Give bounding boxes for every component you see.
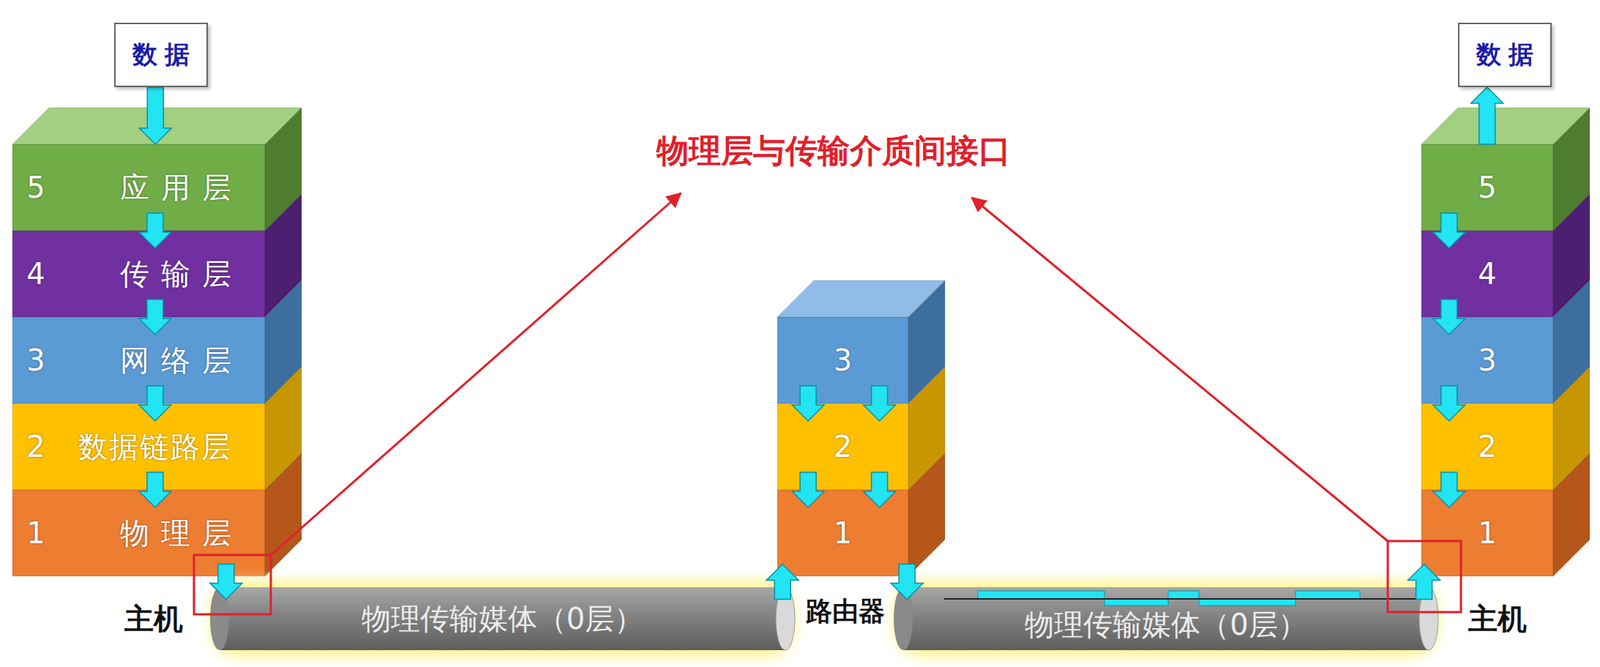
flow-arrow: [863, 472, 896, 508]
layer-number: 4: [1477, 257, 1497, 290]
layer-number: 2: [833, 430, 852, 463]
data-text: 数据: [125, 40, 197, 69]
highlight-box: [193, 554, 271, 615]
signal-pulse: [1295, 590, 1360, 599]
block-front: [777, 489, 909, 577]
layer-name: 网络层: [120, 344, 244, 377]
device-label: 路由器: [805, 595, 885, 626]
signal-pulse: [1168, 590, 1199, 599]
layer-number: 3: [833, 344, 852, 377]
block-front: [1421, 489, 1554, 577]
layer-number: 1: [833, 516, 852, 549]
block-side: [1553, 453, 1590, 577]
flow-arrow: [1433, 212, 1466, 249]
signal-pulse: [977, 590, 1105, 599]
layer-number: 2: [1477, 430, 1497, 463]
highlight-box: [1387, 540, 1461, 612]
flow-arrow: [1408, 564, 1441, 600]
flow-arrow: [1433, 385, 1466, 421]
flow-arrow: [890, 564, 923, 600]
flow-arrow: [139, 212, 172, 249]
data-box: 数据: [1458, 22, 1552, 88]
block-front: [777, 403, 909, 490]
block-front: [12, 316, 265, 404]
protocol-layer: 1: [777, 489, 909, 577]
protocol-layer: 2 数据链路层: [12, 403, 265, 490]
protocol-layer: 4: [1421, 230, 1554, 317]
layer-number: 5: [26, 171, 45, 204]
protocol-layer: 3: [1421, 316, 1554, 404]
block-top: [1421, 107, 1590, 145]
block-front: [12, 403, 265, 490]
block-front: [12, 144, 265, 231]
block-front: [777, 316, 909, 404]
layer-number: 5: [1477, 171, 1497, 204]
layer-number: 1: [26, 516, 45, 549]
medium-label: 物理传输媒体（0层）: [361, 602, 644, 635]
protocol-layer: 2: [777, 403, 909, 490]
layer-number: 3: [1477, 344, 1497, 377]
flow-arrow: [1471, 87, 1504, 145]
tube-glow: [892, 579, 1439, 658]
protocol-layer: 4 传输层: [12, 230, 265, 317]
data-text: 数据: [1468, 40, 1541, 69]
flow-arrow: [791, 385, 825, 421]
protocol-layer: 1 物理层: [12, 489, 265, 577]
leader-arrow: [270, 193, 681, 555]
layer-name: 传输层: [120, 257, 244, 290]
tube-glow: [209, 579, 796, 658]
leader-arrow: [972, 197, 1388, 541]
transmission-medium: 物理传输媒体（0层）: [903, 587, 1429, 650]
data-box: 数据: [114, 22, 208, 88]
protocol-layer: 1: [1421, 489, 1554, 577]
protocol-layer: 3: [777, 316, 909, 404]
layer-name: 物理层: [120, 516, 244, 549]
device-label: 主机: [124, 601, 183, 636]
block-top: [777, 280, 945, 317]
flow-arrow: [791, 472, 825, 508]
flow-arrow: [1433, 299, 1466, 335]
layer-number: 3: [26, 344, 45, 377]
block-front: [12, 489, 265, 577]
layer-name: 应用层: [120, 171, 244, 204]
block-front: [12, 230, 265, 317]
flow-arrow: [139, 299, 172, 335]
callout-title: 物理层与传输介质间接口: [656, 131, 1011, 170]
flow-arrow: [863, 385, 896, 421]
flow-arrow: [139, 472, 172, 508]
layer-number: 1: [1477, 516, 1497, 549]
flow-arrow: [1433, 472, 1466, 508]
flow-arrow: [139, 87, 172, 145]
block-side: [908, 453, 945, 577]
protocol-layer: 5 应用层: [12, 144, 265, 231]
signal-line: [944, 597, 1424, 600]
signal-pulse: [1198, 598, 1296, 606]
transmission-medium: 物理传输媒体（0层）: [219, 587, 786, 650]
tube-body: [219, 587, 786, 650]
layer-number: 4: [26, 257, 45, 290]
protocol-layer: 3 网络层: [12, 316, 265, 404]
signal-pulse: [1104, 598, 1169, 606]
protocol-layer: 2: [1421, 403, 1554, 490]
layer-name: 数据链路层: [78, 430, 233, 463]
tube-body: [903, 587, 1429, 650]
device-label: 主机: [1468, 601, 1527, 636]
layer-number: 2: [26, 430, 45, 463]
flow-arrow: [139, 385, 172, 421]
flow-arrow: [766, 564, 799, 600]
flow-arrow: [210, 564, 243, 600]
medium-label: 物理传输媒体（0层）: [1024, 608, 1307, 641]
protocol-layer: 5: [1421, 144, 1554, 231]
